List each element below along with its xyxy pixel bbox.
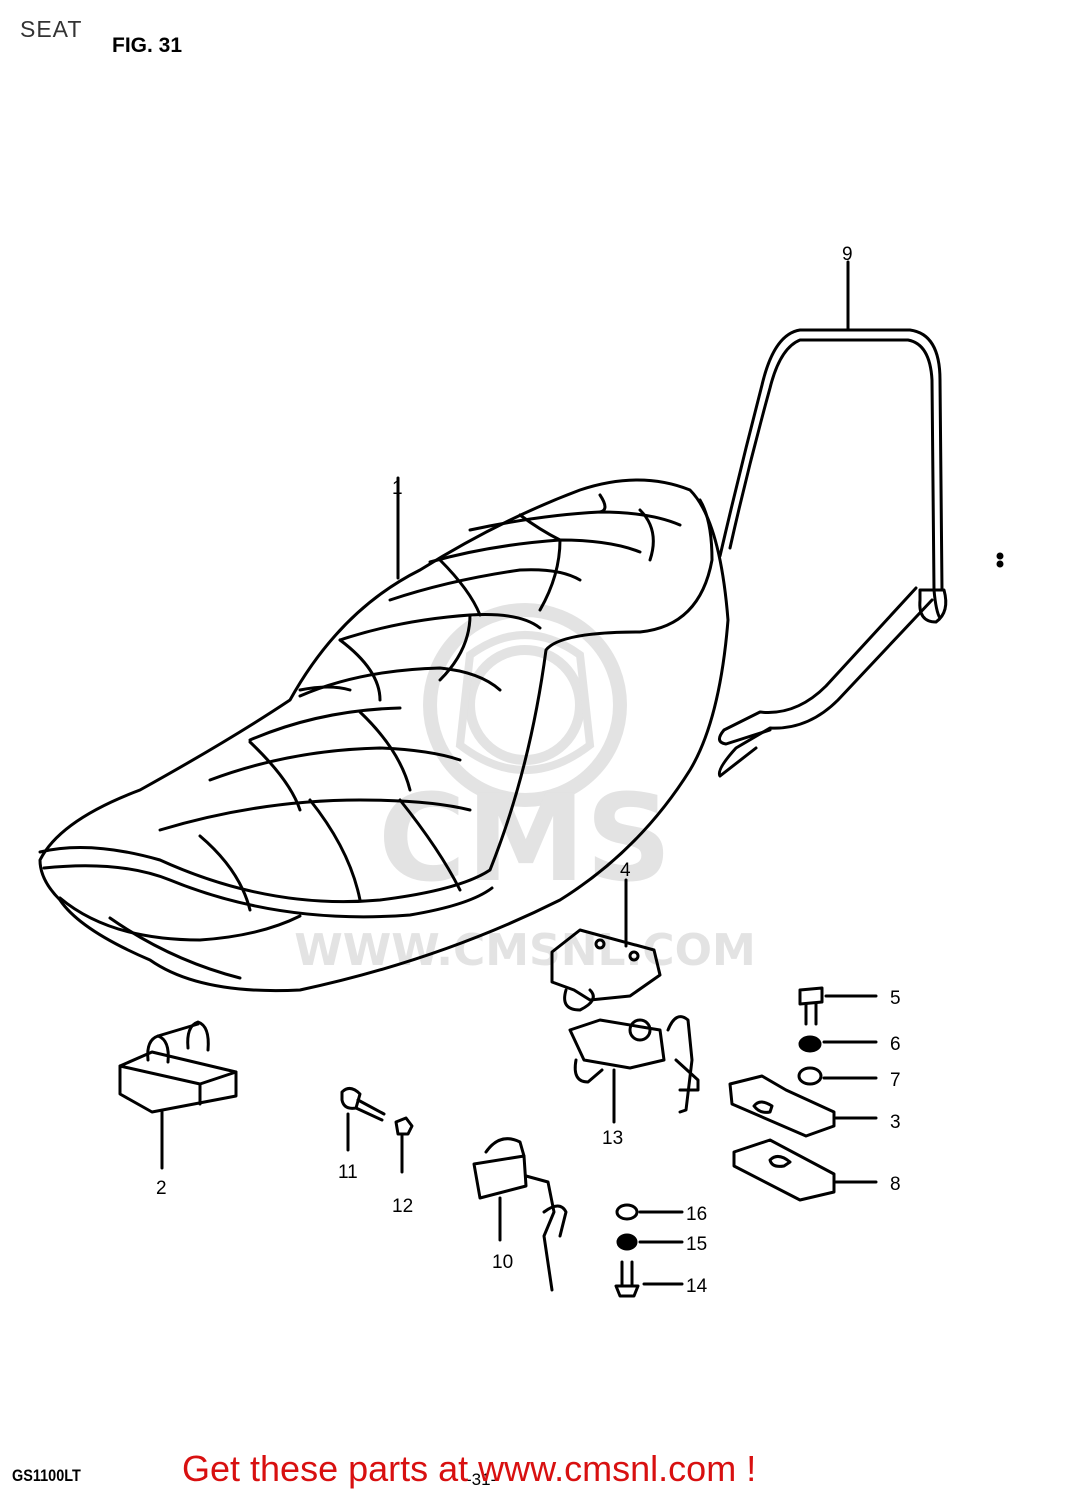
callout-16: 16 xyxy=(686,1204,707,1225)
part-3-bracket-plate xyxy=(728,1074,878,1138)
part-13-lock-assembly xyxy=(568,1015,700,1124)
part-6-washer xyxy=(798,1035,878,1053)
part-14-screw xyxy=(614,1260,684,1298)
part-12-nut xyxy=(394,1116,414,1174)
parts-link-banner[interactable]: Get these parts at www.cmsnl.com ! xyxy=(182,1448,757,1489)
watermark-url: WWW.CMSNL.COM xyxy=(294,925,756,976)
callout-4: 4 xyxy=(620,860,631,881)
callout-10: 10 xyxy=(492,1252,513,1273)
callout-6: 6 xyxy=(890,1034,901,1055)
watermark-brand: CMS xyxy=(378,770,672,909)
part-8-base-plate xyxy=(732,1138,878,1202)
callout-13: 13 xyxy=(602,1128,623,1149)
callout-8: 8 xyxy=(890,1174,901,1195)
part-1-seat xyxy=(38,476,730,993)
callout-7: 7 xyxy=(890,1070,901,1091)
part-10-helmet-lock xyxy=(472,1137,568,1292)
part-2-rubber-cushion xyxy=(118,1020,238,1170)
callout-1: 1 xyxy=(392,478,403,499)
part-15-nut xyxy=(616,1233,684,1251)
part-7-washer xyxy=(797,1066,878,1086)
part-4-lock-bracket xyxy=(550,878,662,1012)
callout-5: 5 xyxy=(890,988,901,1009)
callout-14: 14 xyxy=(686,1276,708,1297)
part-16-washer xyxy=(615,1203,684,1221)
callout-15: 15 xyxy=(686,1234,707,1255)
callout-9: 9 xyxy=(842,244,853,265)
part-5-bolt xyxy=(798,986,878,1026)
section-title: SEAT xyxy=(20,16,83,42)
callout-3: 3 xyxy=(890,1112,901,1133)
callout-12: 12 xyxy=(392,1196,413,1217)
model-code: GS1100LT xyxy=(12,1466,81,1485)
part-11-screw xyxy=(340,1087,386,1152)
page-code: -31- xyxy=(466,1470,497,1489)
figure-label: FIG. 31 xyxy=(112,34,183,57)
part-9-backrest-bar xyxy=(717,260,948,778)
callout-2: 2 xyxy=(156,1178,167,1199)
cmsnl-watermark-logo: CMS WWW.CMSNL.COM xyxy=(294,603,756,976)
callout-11: 11 xyxy=(338,1162,358,1183)
